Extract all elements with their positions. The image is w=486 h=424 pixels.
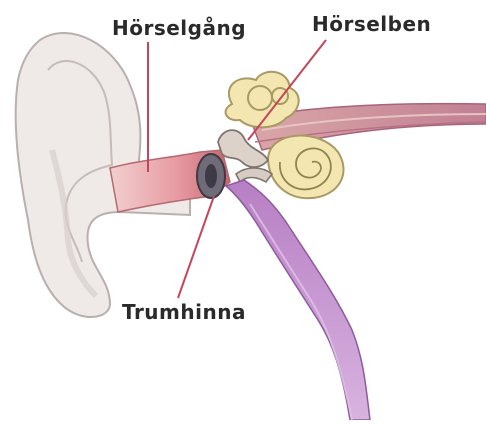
label-eardrum: Trumhinna (122, 300, 246, 324)
eardrum-center (205, 164, 217, 188)
label-ossicles: Hörselben (312, 12, 431, 36)
label-ear-canal: Hörselgång (112, 16, 246, 40)
ossicle-stirrup (236, 168, 272, 182)
eustachian-tube (226, 180, 370, 420)
